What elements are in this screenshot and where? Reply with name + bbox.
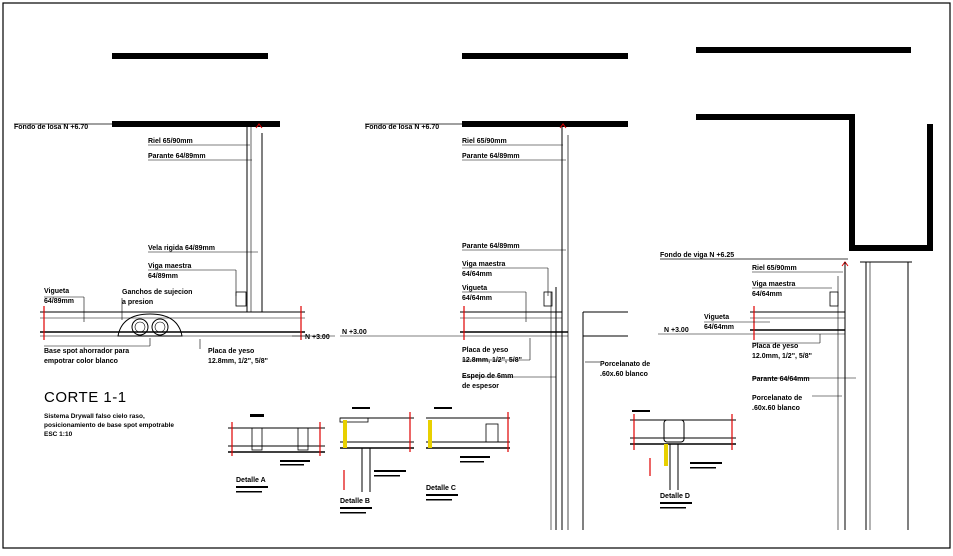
label-riel-1: Riel 65/90mm (148, 138, 193, 145)
label-base-spot-a: Base spot ahorrador para (44, 348, 129, 355)
section-2: Fondo de losa N +6.70 Riel 65/90mm Paran… (340, 53, 650, 530)
corte-sub-3: ESC 1:10 (44, 431, 73, 438)
label-vela-rigida: Vela rigida 64/89mm (148, 245, 215, 252)
slab-bottom-2 (462, 121, 628, 127)
label-nivel-3: N +3.00 (664, 327, 689, 334)
label-viga-maestra-1a: Viga maestra (148, 263, 192, 270)
label-base-spot-b: empotrar color blanco (44, 358, 118, 365)
detail-d: Detalle D (630, 410, 736, 509)
label-vigueta-3a: Vigueta (704, 314, 729, 321)
label-detalle-b: Detalle B (340, 498, 370, 505)
slab-top-3 (696, 47, 911, 53)
label-vigueta-3b: 64/64mm (704, 324, 734, 331)
label-detalle-d: Detalle D (660, 493, 690, 500)
label-viga-maestra-3a: Viga maestra (752, 281, 796, 288)
label-placa-2a: Placa de yeso (462, 347, 508, 354)
label-porcelanato-2a: Porcelanato de (752, 395, 802, 402)
section-3: Fondo de viga N +6.25 Riel 65/90mm Viga … (658, 47, 933, 530)
label-porcelanato-1a: Porcelanato de (600, 361, 650, 368)
label-espejo-b: de espesor (462, 383, 499, 390)
label-riel-2: Riel 65/90mm (462, 138, 507, 145)
label-placa-3b: 12.0mm, 1/2", 5/8" (752, 353, 812, 360)
label-viga-maestra-2a: Viga maestra (462, 261, 506, 268)
slab-top-2 (462, 53, 628, 59)
label-porcelanato-1b: .60x.60 blanco (600, 371, 648, 378)
corte-sub-1: Sistema Drywall falso cielo raso, (44, 413, 145, 420)
label-vigueta-1b: 64/89mm (44, 298, 74, 305)
corte-title: CORTE 1-1 (44, 389, 127, 406)
label-placa-1a: Placa de yeso (208, 348, 254, 355)
label-vigueta-1a: Vigueta (44, 288, 69, 295)
label-nivel-1: N +3.00 (305, 334, 330, 341)
label-viga-maestra-3b: 64/64mm (752, 291, 782, 298)
label-parante-3: Parante 64/89mm (462, 243, 520, 250)
label-placa-3a: Placa de yeso (752, 343, 798, 350)
detail-c: Detalle C (426, 407, 510, 501)
label-vigueta-2a: Vigueta (462, 285, 487, 292)
label-viga-maestra-1b: 64/89mm (148, 273, 178, 280)
sheet-border (2, 2, 951, 549)
label-parante-1: Parante 64/89mm (148, 153, 206, 160)
label-fondo-viga: Fondo de viga N +6.25 (660, 252, 734, 259)
label-placa-1b: 12.8mm, 1/2", 5/8" (208, 358, 268, 365)
label-riel-3: Riel 65/90mm (752, 265, 797, 272)
label-vigueta-2b: 64/64mm (462, 295, 492, 302)
label-detalle-a: Detalle A (236, 477, 266, 484)
label-fondo-losa-1: Fondo de losa N +6.70 (14, 124, 88, 131)
label-detalle-c: Detalle C (426, 485, 456, 492)
slab-top-1 (112, 53, 268, 59)
label-espejo-a: Espejo de 6mm (462, 373, 513, 380)
detail-a: Detalle A (228, 414, 325, 493)
label-ganchos-a: Ganchos de sujecion (122, 289, 192, 296)
detail-b: Detalle B (339, 407, 414, 514)
beam-3 (696, 114, 933, 251)
label-viga-maestra-2b: 64/64mm (462, 271, 492, 278)
label-nivel-2: N +3.00 (342, 329, 367, 336)
label-porcelanato-2b: .60x.60 blanco (752, 405, 800, 412)
label-parante-4: Parante 64/64mm (752, 376, 810, 383)
label-parante-2: Parante 64/89mm (462, 153, 520, 160)
section-1: Fondo de losa N +6.70 Riel 65/90mm Paran… (14, 53, 335, 438)
label-fondo-losa-2: Fondo de losa N +6.70 (365, 124, 439, 131)
slab-bottom-1 (112, 121, 280, 127)
label-ganchos-b: a presion (122, 299, 153, 306)
corte-sub-2: posicionamiento de base spot empotrable (44, 422, 174, 429)
label-placa-2b: 12.8mm, 1/2", 5/8" (462, 357, 522, 364)
